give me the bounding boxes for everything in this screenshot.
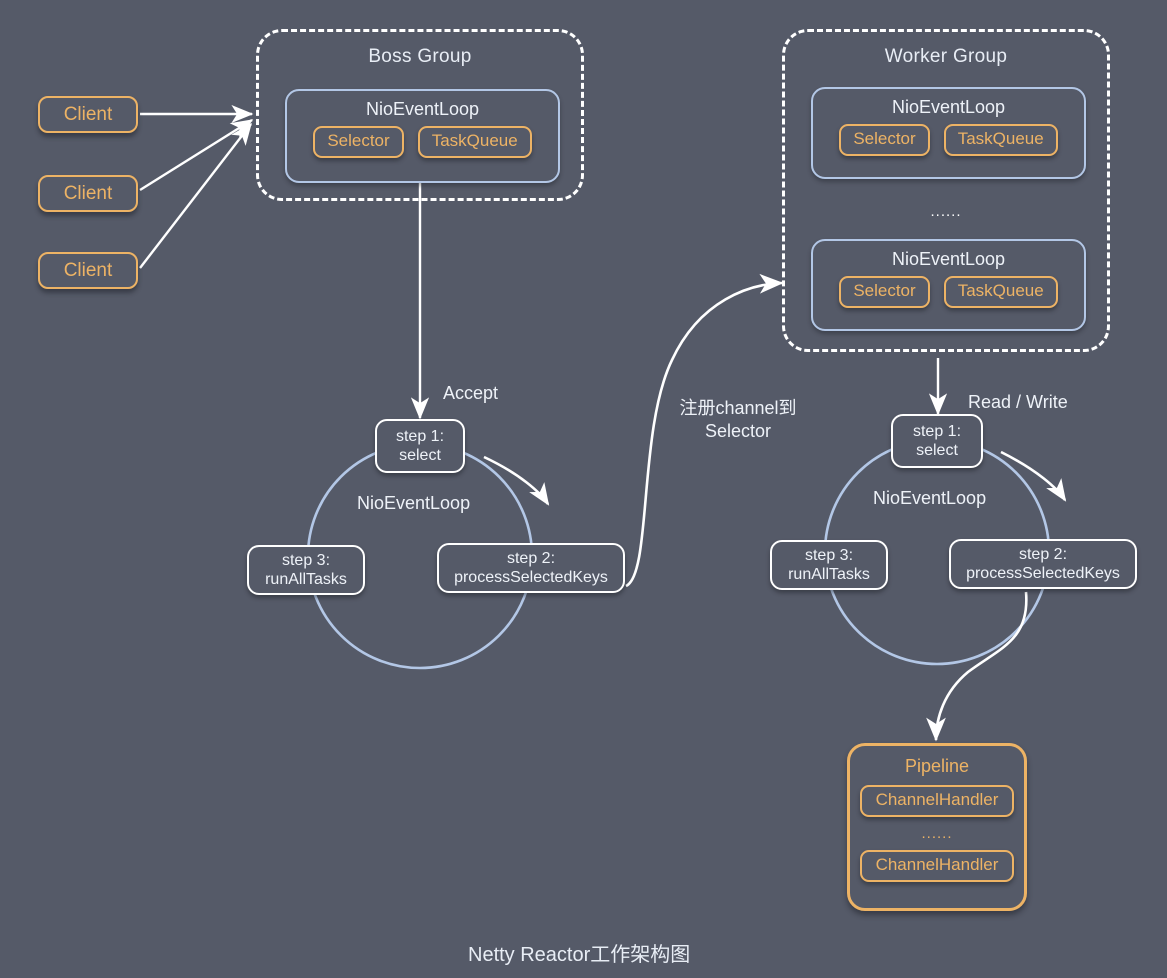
worker-nio-event-loop-1[interactable]: NioEventLoop Selector TaskQueue (811, 87, 1086, 179)
worker-step-1[interactable]: step 1: select (891, 414, 983, 468)
selector-chip[interactable]: Selector (313, 126, 404, 158)
worker-nio-event-loop-2[interactable]: NioEventLoop Selector TaskQueue (811, 239, 1086, 331)
step-line-1: step 3: (804, 546, 854, 564)
client-label: Client (63, 103, 113, 125)
taskqueue-chip[interactable]: TaskQueue (943, 276, 1058, 308)
pipeline-ellipsis: ...... (921, 825, 953, 842)
worker-step-2[interactable]: step 2: processSelectedKeys (949, 539, 1137, 589)
step-line-1: step 3: (281, 551, 331, 569)
boss-step-1[interactable]: step 1: select (375, 419, 465, 473)
client-box-1[interactable]: Client (38, 96, 138, 133)
nio-event-loop-title: NioEventLoop (891, 97, 1006, 117)
nio-event-loop-title: NioEventLoop (365, 99, 480, 119)
pipeline-title: Pipeline (904, 756, 970, 776)
nio-event-loop-components: Selector TaskQueue (839, 124, 1058, 156)
step-line-2: runAllTasks (265, 571, 347, 588)
step-line-2: processSelectedKeys (454, 569, 608, 586)
pipeline-connector (926, 591, 1028, 742)
boss-loop-arrow (483, 455, 550, 506)
step-line-2: processSelectedKeys (966, 565, 1120, 582)
read-write-label: Read / Write (968, 392, 1068, 412)
diagram-caption: Netty Reactor工作架构图 (468, 944, 691, 966)
client-label: Client (63, 259, 113, 281)
client-label: Client (63, 182, 113, 204)
boss-group-title: Boss Group (368, 46, 472, 67)
selector-chip[interactable]: Selector (839, 124, 930, 156)
boss-step-3[interactable]: step 3: runAllTasks (247, 545, 365, 595)
nio-event-loop-components: Selector TaskQueue (313, 126, 532, 158)
pipeline-box[interactable]: Pipeline ChannelHandler ...... ChannelHa… (847, 743, 1027, 911)
taskqueue-chip[interactable]: TaskQueue (417, 126, 532, 158)
boss-step-2[interactable]: step 2: processSelectedKeys (437, 543, 625, 593)
taskqueue-chip[interactable]: TaskQueue (943, 124, 1058, 156)
channel-handler-2[interactable]: ChannelHandler (859, 850, 1015, 882)
selector-chip[interactable]: Selector (839, 276, 930, 308)
step-line-1: step 1: (395, 427, 445, 445)
step-line-1: step 1: (912, 422, 962, 440)
nio-event-loop-title: NioEventLoop (891, 249, 1006, 269)
worker-loop-arrow (1000, 450, 1067, 502)
worker-group-ellipsis: ...... (930, 203, 962, 220)
worker-group[interactable]: Worker Group NioEventLoop Selector TaskQ… (782, 29, 1110, 352)
nio-event-loop-components: Selector TaskQueue (839, 276, 1058, 308)
step-line-2: select (916, 442, 958, 459)
boss-group[interactable]: Boss Group NioEventLoop Selector TaskQue… (256, 29, 584, 201)
worker-loop-center-label: NioEventLoop (873, 488, 987, 508)
worker-step-3[interactable]: step 3: runAllTasks (770, 540, 888, 590)
step-line-2: select (399, 447, 441, 464)
register-channel-label: 注册channel到 Selector (679, 398, 797, 441)
channel-handler-1[interactable]: ChannelHandler (859, 785, 1015, 817)
step-line-2: runAllTasks (788, 566, 870, 583)
client-connectors (139, 104, 254, 269)
step-line-1: step 2: (1018, 545, 1068, 563)
client-box-2[interactable]: Client (38, 175, 138, 212)
worker-group-title: Worker Group (884, 46, 1008, 67)
step-line-1: step 2: (506, 549, 556, 567)
boss-nio-event-loop[interactable]: NioEventLoop Selector TaskQueue (285, 89, 560, 183)
client-box-3[interactable]: Client (38, 252, 138, 289)
accept-label: Accept (443, 383, 499, 403)
boss-loop-center-label: NioEventLoop (357, 493, 471, 513)
